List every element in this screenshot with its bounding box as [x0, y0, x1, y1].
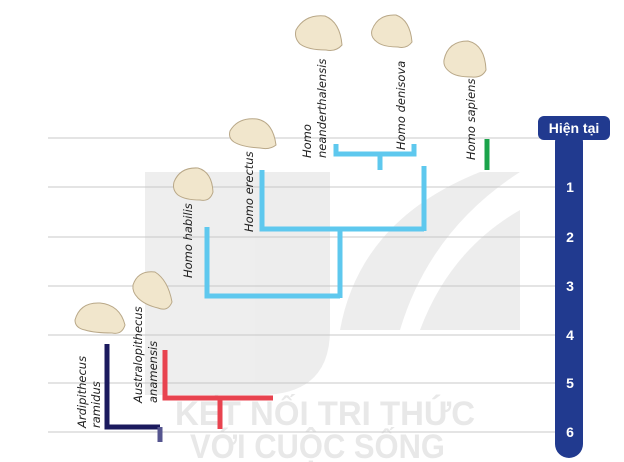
watermark-line-2: VỚI CUỘC SỐNG	[190, 427, 445, 462]
label-homo-erectus: Homo erectus	[242, 151, 256, 232]
tick-4: 4	[566, 327, 574, 343]
tick-5: 5	[566, 375, 574, 391]
time-axis: Hiện tại 1 2 3 4 5 6	[538, 116, 610, 458]
label-australopithecus-1: Australopithecus	[131, 306, 145, 404]
skull-icon-ardipithecus	[74, 302, 126, 334]
watermark-logo: KẾT NỐI TRI THỨC VỚI CUỘC SỐNG	[145, 172, 520, 462]
species-labels: Ardipithecus ramidus Australopithecus an…	[75, 59, 478, 429]
present-badge	[538, 116, 610, 140]
skull-icon-neanderthal	[295, 15, 343, 51]
skull-illustrations	[74, 14, 487, 334]
branch-neanderthal-denisova	[333, 144, 417, 157]
branch-australopithecus	[162, 350, 273, 401]
branch-habilis	[204, 227, 340, 299]
tick-1: 1	[566, 179, 574, 195]
label-homo-sapiens: Homo sapiens	[464, 79, 478, 160]
present-label: Hiện tại	[549, 120, 600, 136]
skull-icon-denisova	[371, 14, 413, 48]
label-australopithecus-2: anamensis	[146, 341, 160, 403]
tick-6: 6	[566, 424, 574, 440]
skull-icon-sapiens	[443, 40, 487, 78]
branch-erectus	[259, 170, 424, 232]
label-ardipithecus-1: Ardipithecus	[75, 356, 89, 429]
time-gridlines	[48, 137, 556, 433]
branch-ardipithecus	[104, 344, 160, 430]
time-bar	[555, 128, 583, 458]
label-homo-neanderthalensis-2: neanderthalensis	[315, 59, 329, 158]
skull-icon-erectus	[229, 118, 277, 150]
label-homo-habilis: Homo habilis	[181, 203, 195, 278]
label-homo-denisova: Homo denisova	[394, 61, 408, 150]
phylogenetic-tree	[104, 139, 490, 442]
tick-3: 3	[566, 278, 574, 294]
tick-2: 2	[566, 229, 574, 245]
skull-icon-australopithecus	[132, 271, 173, 310]
label-ardipithecus-2: ramidus	[89, 381, 103, 428]
label-homo-neanderthalensis-1: Homo	[300, 124, 314, 158]
skull-icon-habilis	[173, 167, 214, 201]
